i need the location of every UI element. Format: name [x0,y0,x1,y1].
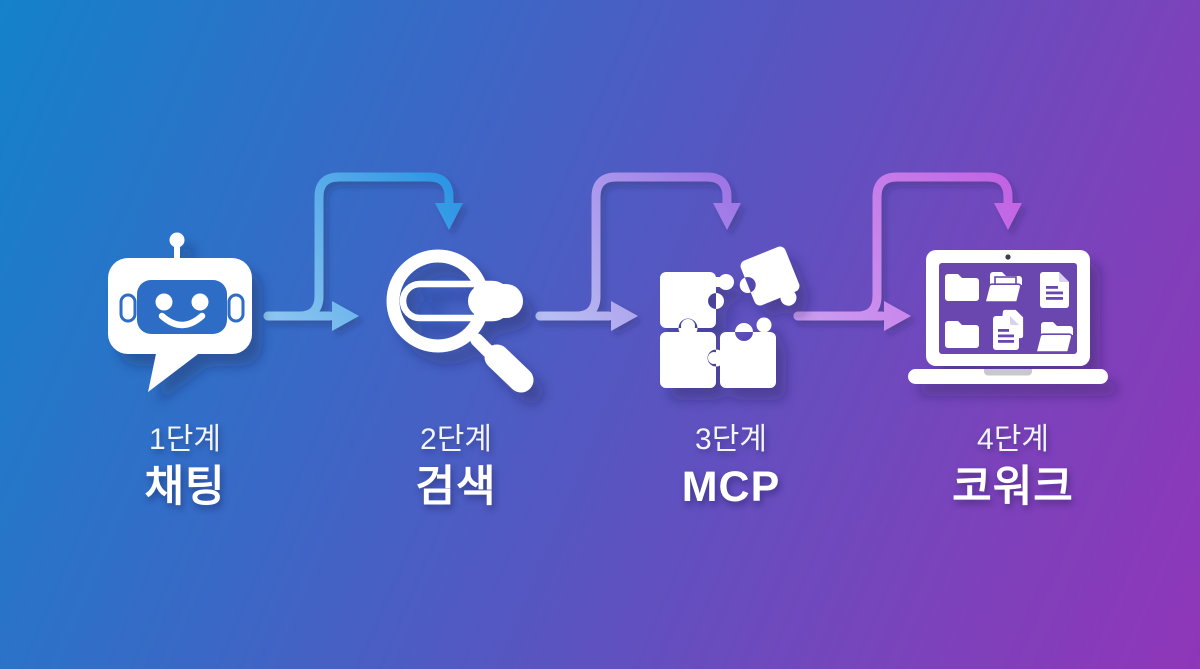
step4-labels: 4단계 코워크 [952,420,1074,512]
connector-step1-step2 [263,172,463,331]
puzzle-knob [780,289,797,306]
step2-number-label: 2단계 [420,423,492,456]
down-arrowhead-icon [994,203,1022,230]
laptop-base [908,369,1108,384]
search-pill-solid-end [468,284,523,318]
right-arrowhead-icon [332,301,359,331]
loop-arrow-line [263,172,454,321]
webcam-dot-icon [1005,254,1011,260]
step1-labels: 1단계 채팅 [144,420,225,512]
puzzle-knob [756,317,772,333]
step1-number-label: 1단계 [149,423,221,456]
right-arrowhead-icon [611,301,638,331]
puzzle-piece-top-left [660,272,724,338]
document-icon [1040,272,1069,308]
search-pill-outline [399,280,513,322]
connector-step3-step4 [793,172,1022,331]
step3-labels: 3단계 MCP [682,420,781,512]
right-arrowhead-icon [884,301,911,331]
chatbot-icon [108,232,252,392]
puzzle-piece-detached [739,246,800,306]
folder-icon [945,274,979,301]
mini-magnifier-glass [416,291,432,307]
step2-labels: 2단계 검색 [415,420,496,512]
step2-title: 검색 [415,463,497,511]
search-icon [386,249,534,393]
down-arrowhead-icon [713,203,741,230]
robot-antenna-tip [169,232,185,248]
open-folder-icon [1034,322,1073,353]
puzzle-knob-neck [712,277,722,287]
magnifier-handle-joint [470,333,495,358]
folder-icon [945,321,979,348]
connector-step2-step3 [535,172,741,331]
step1-title: 채팅 [144,463,226,511]
robot-face [137,280,227,334]
puzzle-piece-bottom-left [660,332,725,388]
mini-magnifier-handle [427,302,436,311]
open-folder-icon [983,272,1022,303]
step4-number-label: 4단계 [977,423,1049,456]
robot-eye-right [191,293,209,311]
step4-title: 코워크 [952,463,1074,511]
robot-ear-left [119,293,137,323]
down-arrowhead-icon [435,203,463,230]
robot-antenna-stem [174,245,180,262]
robot-smile [158,312,206,329]
step3-title: MCP [681,463,781,511]
robot-eye-left [155,293,173,311]
puzzle-knob [718,274,734,290]
puzzle-piece-bottom-right [720,323,776,388]
laptop-base-notch [984,369,1032,376]
puzzle-knob-neck [684,326,692,335]
laptop-files-icon [908,250,1108,384]
magnifier-handle [484,344,534,393]
step3-number-label: 3단계 [695,423,767,456]
puzzle-icon [660,246,800,388]
documents-stack-icon [993,308,1025,350]
puzzle-knob-neck [714,354,722,362]
robot-ear-right [227,293,245,323]
